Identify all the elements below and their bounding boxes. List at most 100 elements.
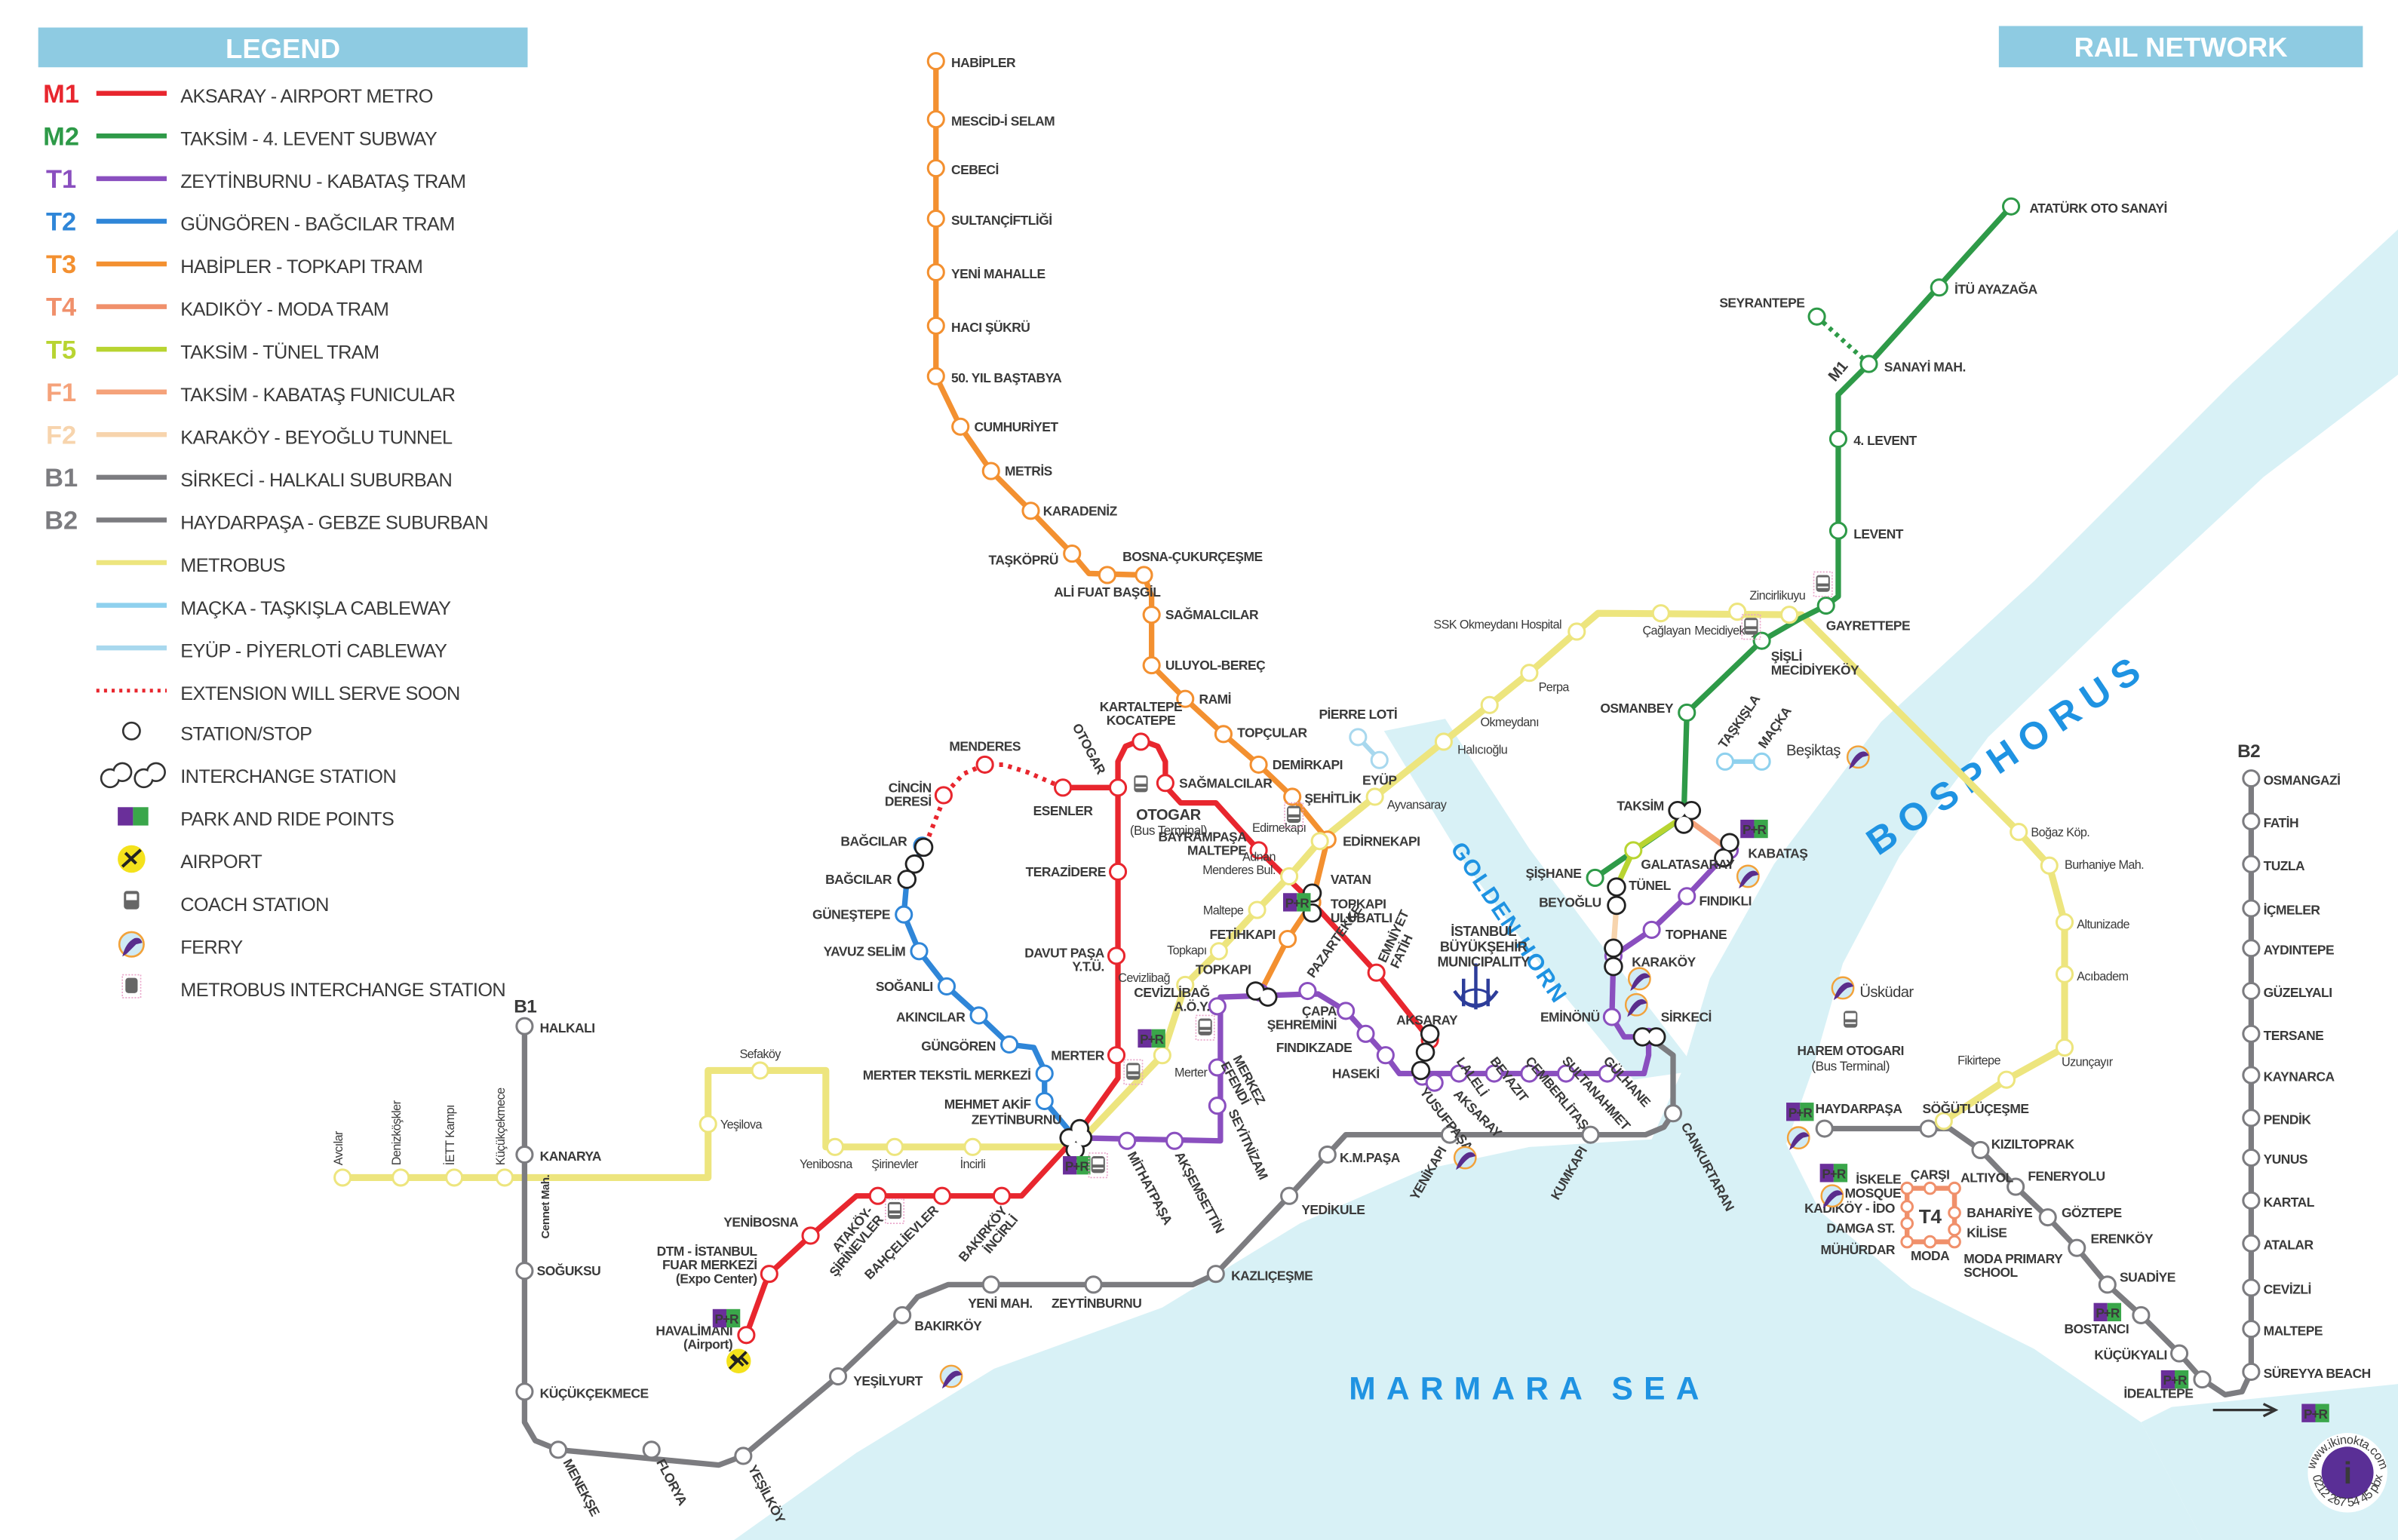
station-marker[interactable] <box>2001 197 2021 216</box>
station-marker[interactable] <box>2010 823 2028 842</box>
station-marker[interactable] <box>1153 1046 1171 1065</box>
station-m1[interactable] <box>1108 862 1128 881</box>
station-marker[interactable] <box>2242 1109 2261 1127</box>
station-t3[interactable] <box>926 110 945 129</box>
station-marker[interactable] <box>2242 854 2261 873</box>
station-t1[interactable] <box>1208 1058 1227 1077</box>
station-m1[interactable] <box>1131 732 1150 751</box>
station-marker[interactable] <box>926 262 945 282</box>
station-mb[interactable] <box>1934 1112 1953 1130</box>
station-b2[interactable] <box>2242 899 2261 918</box>
station-b1[interactable] <box>1084 1275 1103 1294</box>
station-t5[interactable] <box>1624 841 1643 860</box>
station-m1[interactable] <box>992 1186 1012 1205</box>
station-t1[interactable] <box>1165 1131 1184 1150</box>
station-marker[interactable] <box>2098 1275 2117 1294</box>
station-marker[interactable] <box>1948 1181 1961 1195</box>
station-marker[interactable] <box>1752 752 1771 771</box>
station-marker[interactable] <box>1678 703 1696 722</box>
station-marker[interactable] <box>1480 695 1499 714</box>
station-m1[interactable] <box>760 1265 778 1284</box>
station-t4[interactable] <box>1900 1181 1914 1195</box>
station-marker[interactable] <box>1131 732 1150 751</box>
interchange-bagcilar[interactable] <box>897 837 934 889</box>
station-b2[interactable] <box>2242 1278 2261 1297</box>
station-m1[interactable] <box>868 1186 887 1205</box>
station-marker[interactable] <box>2055 1038 2074 1057</box>
station-t1[interactable] <box>1557 1064 1576 1083</box>
station-marker[interactable] <box>1135 566 1153 584</box>
station-marker[interactable] <box>885 1137 904 1156</box>
station-mb[interactable] <box>699 1115 717 1134</box>
station-mb[interactable] <box>751 1061 769 1080</box>
station-marker[interactable] <box>1337 1002 1356 1020</box>
station-t1[interactable] <box>1298 981 1317 1001</box>
interchange-kabatas[interactable] <box>1714 833 1739 868</box>
station-m2[interactable] <box>2001 197 2021 216</box>
station-marker[interactable] <box>1280 867 1299 885</box>
station-t1[interactable] <box>1356 1024 1375 1043</box>
station-marker[interactable] <box>2040 856 2059 875</box>
station-marker[interactable] <box>1142 606 1161 624</box>
station-mb[interactable] <box>963 1137 982 1156</box>
station-mb[interactable] <box>1651 604 1670 623</box>
station-marker[interactable] <box>1176 689 1195 708</box>
station-marker[interactable] <box>1206 1265 1225 1284</box>
station-marker[interactable] <box>1828 429 1848 449</box>
station-b1[interactable] <box>548 1440 568 1459</box>
station-mb[interactable] <box>391 1168 410 1187</box>
station-mb[interactable] <box>2010 823 2028 842</box>
station-marker[interactable] <box>2055 913 2074 931</box>
station-t3[interactable] <box>951 417 970 436</box>
station-marker[interactable] <box>1434 732 1453 751</box>
station-t4[interactable] <box>1900 1235 1914 1249</box>
station-b2[interactable] <box>2068 1238 2086 1257</box>
station-b2[interactable] <box>2242 1024 2261 1043</box>
station-b2[interactable] <box>2242 1362 2261 1382</box>
station-m1[interactable] <box>1367 963 1386 982</box>
station-m2[interactable] <box>1930 278 1948 297</box>
station-marker[interactable] <box>1367 963 1386 982</box>
station-marker[interactable] <box>1035 1091 1054 1111</box>
station-marker[interactable] <box>1900 1235 1914 1249</box>
station-marker[interactable] <box>1142 656 1161 675</box>
station-mb[interactable] <box>825 1137 845 1156</box>
station-marker[interactable] <box>1298 981 1317 1001</box>
station-t1[interactable] <box>1425 1073 1444 1092</box>
station-marker[interactable] <box>2242 1024 2261 1043</box>
station-marker[interactable] <box>495 1168 514 1187</box>
station-t1[interactable] <box>1337 1002 1356 1020</box>
station-marker[interactable] <box>910 942 929 961</box>
station-marker[interactable] <box>926 158 945 178</box>
station-t2[interactable] <box>895 905 913 924</box>
station-b2[interactable] <box>1815 1119 1834 1138</box>
station-marker[interactable] <box>1919 1119 1938 1138</box>
station-t3[interactable] <box>1176 689 1195 708</box>
station-marker[interactable] <box>975 755 994 774</box>
station-m1[interactable] <box>737 1326 756 1345</box>
station-marker[interactable] <box>515 1017 534 1035</box>
station-b2[interactable] <box>2193 1370 2212 1389</box>
station-b1[interactable] <box>1663 1104 1683 1123</box>
station-cb1[interactable] <box>1370 750 1389 769</box>
station-mb[interactable] <box>495 1168 514 1187</box>
station-marker[interactable] <box>926 110 945 129</box>
station-t1[interactable] <box>1485 1064 1503 1083</box>
station-marker[interactable] <box>1602 1008 1621 1026</box>
station-marker[interactable] <box>1208 1058 1227 1077</box>
station-m2[interactable] <box>1678 703 1696 722</box>
station-marker[interactable] <box>963 1137 982 1156</box>
station-b1[interactable] <box>893 1305 912 1324</box>
station-marker[interactable] <box>2242 769 2261 788</box>
station-marker[interactable] <box>1923 1181 1937 1195</box>
station-marker[interactable] <box>1107 1046 1126 1065</box>
station-marker[interactable] <box>934 786 953 805</box>
station-marker[interactable] <box>1948 1206 1961 1219</box>
station-t4[interactable] <box>1923 1181 1937 1195</box>
station-marker[interactable] <box>1586 868 1604 888</box>
station-marker[interactable] <box>926 209 945 229</box>
station-t4[interactable] <box>1948 1222 1961 1237</box>
station-marker[interactable] <box>1176 975 1195 994</box>
station-marker[interactable] <box>981 1275 1000 1294</box>
station-t3[interactable] <box>1063 545 1082 563</box>
